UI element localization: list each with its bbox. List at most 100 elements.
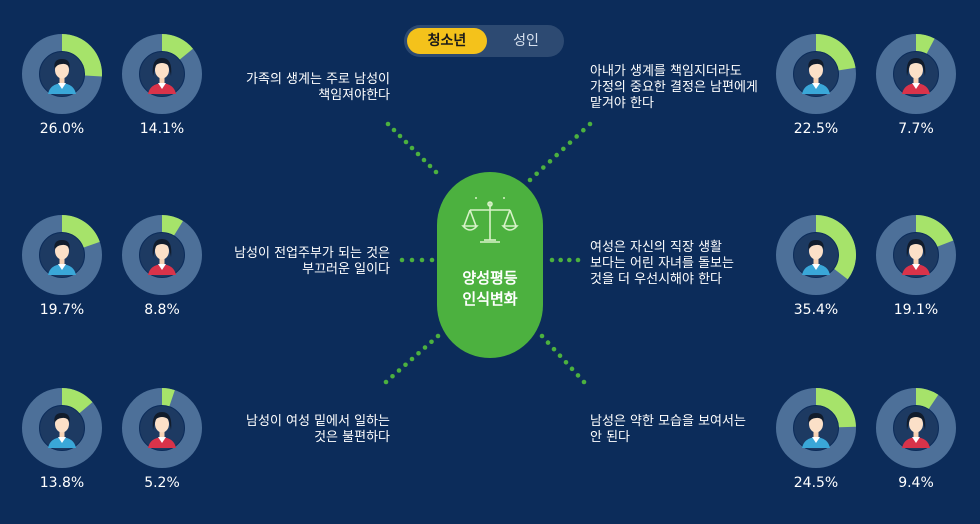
connector-dot [409,257,415,263]
data-label-female-5: 9.4% [898,475,934,491]
connector-dot [539,333,545,339]
male-avatar-icon [40,233,84,277]
data-label-male-1: 19.7% [39,302,85,318]
data-label-female-2: 5.2% [144,475,180,491]
connector-dot [549,257,555,263]
donut-slice-male-2 [61,388,93,414]
connector-dot [545,340,551,345]
donut-female-3 [876,34,956,114]
female-avatar-icon [140,233,184,277]
donut-slice-male-5 [815,388,856,428]
statement-3: 아내가 생계를 책임지더라도 가정의 중요한 결정은 남편에게 맡겨야 한다 [590,64,758,111]
male-avatar-icon [40,52,84,96]
donut-slice-female-0 [161,34,193,60]
data-label-female-4: 19.1% [893,302,939,318]
connector-dot [409,145,415,151]
connector-dot [581,379,587,385]
male-avatar-icon [794,406,838,450]
connector-dot [383,379,389,385]
audience-toggle: 청소년 성인 [404,25,564,57]
connector-dot [429,257,435,263]
connector-dot [427,163,433,169]
donut-male-0 [22,34,102,114]
data-label-female-0: 14.1% [139,121,185,137]
donut-male-5 [776,388,856,468]
male-avatar-icon [794,233,838,277]
tab-youth[interactable]: 청소년 [407,28,487,54]
statement-1: 남성이 전업주부가 되는 것은 부끄러운 일이다 [234,246,390,277]
donut-male-4 [776,215,856,295]
connector-dot [527,177,533,183]
center-title-line2: 인식변화 [462,290,518,308]
male-avatar-icon [40,406,84,450]
connector-dot [409,356,415,362]
connector-dot [435,333,441,339]
donut-slice-male-3 [815,34,856,71]
donut-slice-female-3 [915,34,935,54]
connector-dot [561,146,566,152]
connector-dot [422,345,428,350]
connector-dot [390,373,395,379]
connector-dot [551,346,557,352]
connector-dot [397,133,403,139]
statement-0: 가족의 생계는 주로 남성이 책임져야한다 [246,72,390,103]
center-badge: 양성평등 인식변화 [437,172,543,358]
connector-dot [534,171,539,177]
connector-dot [385,121,391,127]
donut-slice-male-0 [61,34,102,77]
connector-dot [541,165,546,170]
female-avatar-icon [894,406,938,450]
donut-slice-female-5 [915,388,939,410]
female-avatar-icon [140,52,184,96]
donut-slice-female-2 [161,388,175,407]
connector-dot [563,359,569,365]
connector-dot [396,368,402,373]
donut-female-4 [876,215,956,295]
connector-dot [575,257,581,263]
data-label-male-0: 26.0% [39,121,85,137]
male-avatar-icon [794,52,838,96]
connector-dot [569,366,575,372]
donut-female-2 [122,388,202,468]
data-label-male-5: 24.5% [793,475,839,491]
female-avatar-icon [894,52,938,96]
donut-female-5 [876,388,956,468]
connector-dot [399,257,405,263]
data-label-male-4: 35.4% [793,302,839,318]
data-label-male-2: 13.8% [39,475,85,491]
connector-dot [416,350,421,356]
connector-dot [558,257,563,263]
tab-adult[interactable]: 성인 [513,33,539,49]
statement-5: 남성은 약한 모습을 보여서는 안 된다 [590,414,746,445]
connector-dot [433,169,439,175]
connector-dot [574,134,579,139]
connector-dot [581,127,586,133]
statement-2: 남성이 여성 밑에서 일하는 것은 불편하다 [246,414,390,445]
connector-dot [575,373,581,378]
connector-dot [567,140,573,145]
data-label-female-1: 8.8% [144,302,180,318]
connector-dot [403,362,408,368]
data-label-female-3: 7.7% [898,121,934,137]
connector-dot [391,127,397,133]
female-avatar-icon [140,406,184,450]
connector-dot [567,257,572,263]
donut-slice-male-1 [61,215,100,248]
connector-dot [429,339,434,345]
connector-dot [587,121,593,127]
donut-female-1 [122,215,202,295]
scale-icon [461,197,519,243]
donut-slice-male-4 [815,215,856,280]
connector-dot [547,159,553,164]
donut-slice-female-1 [161,215,184,236]
center-title-line1: 양성평등 [462,269,518,287]
data-label-male-3: 22.5% [793,121,839,137]
connector-dot [403,139,409,145]
statement-4: 여성은 자신의 직장 생활 보다는 어린 자녀를 돌보는 것을 더 우선시해야 … [590,240,734,287]
donut-male-1 [22,215,102,295]
donut-slice-female-4 [915,215,954,248]
connector-dot [419,257,425,263]
donut-female-0 [122,34,202,114]
connector-dot [421,157,427,163]
